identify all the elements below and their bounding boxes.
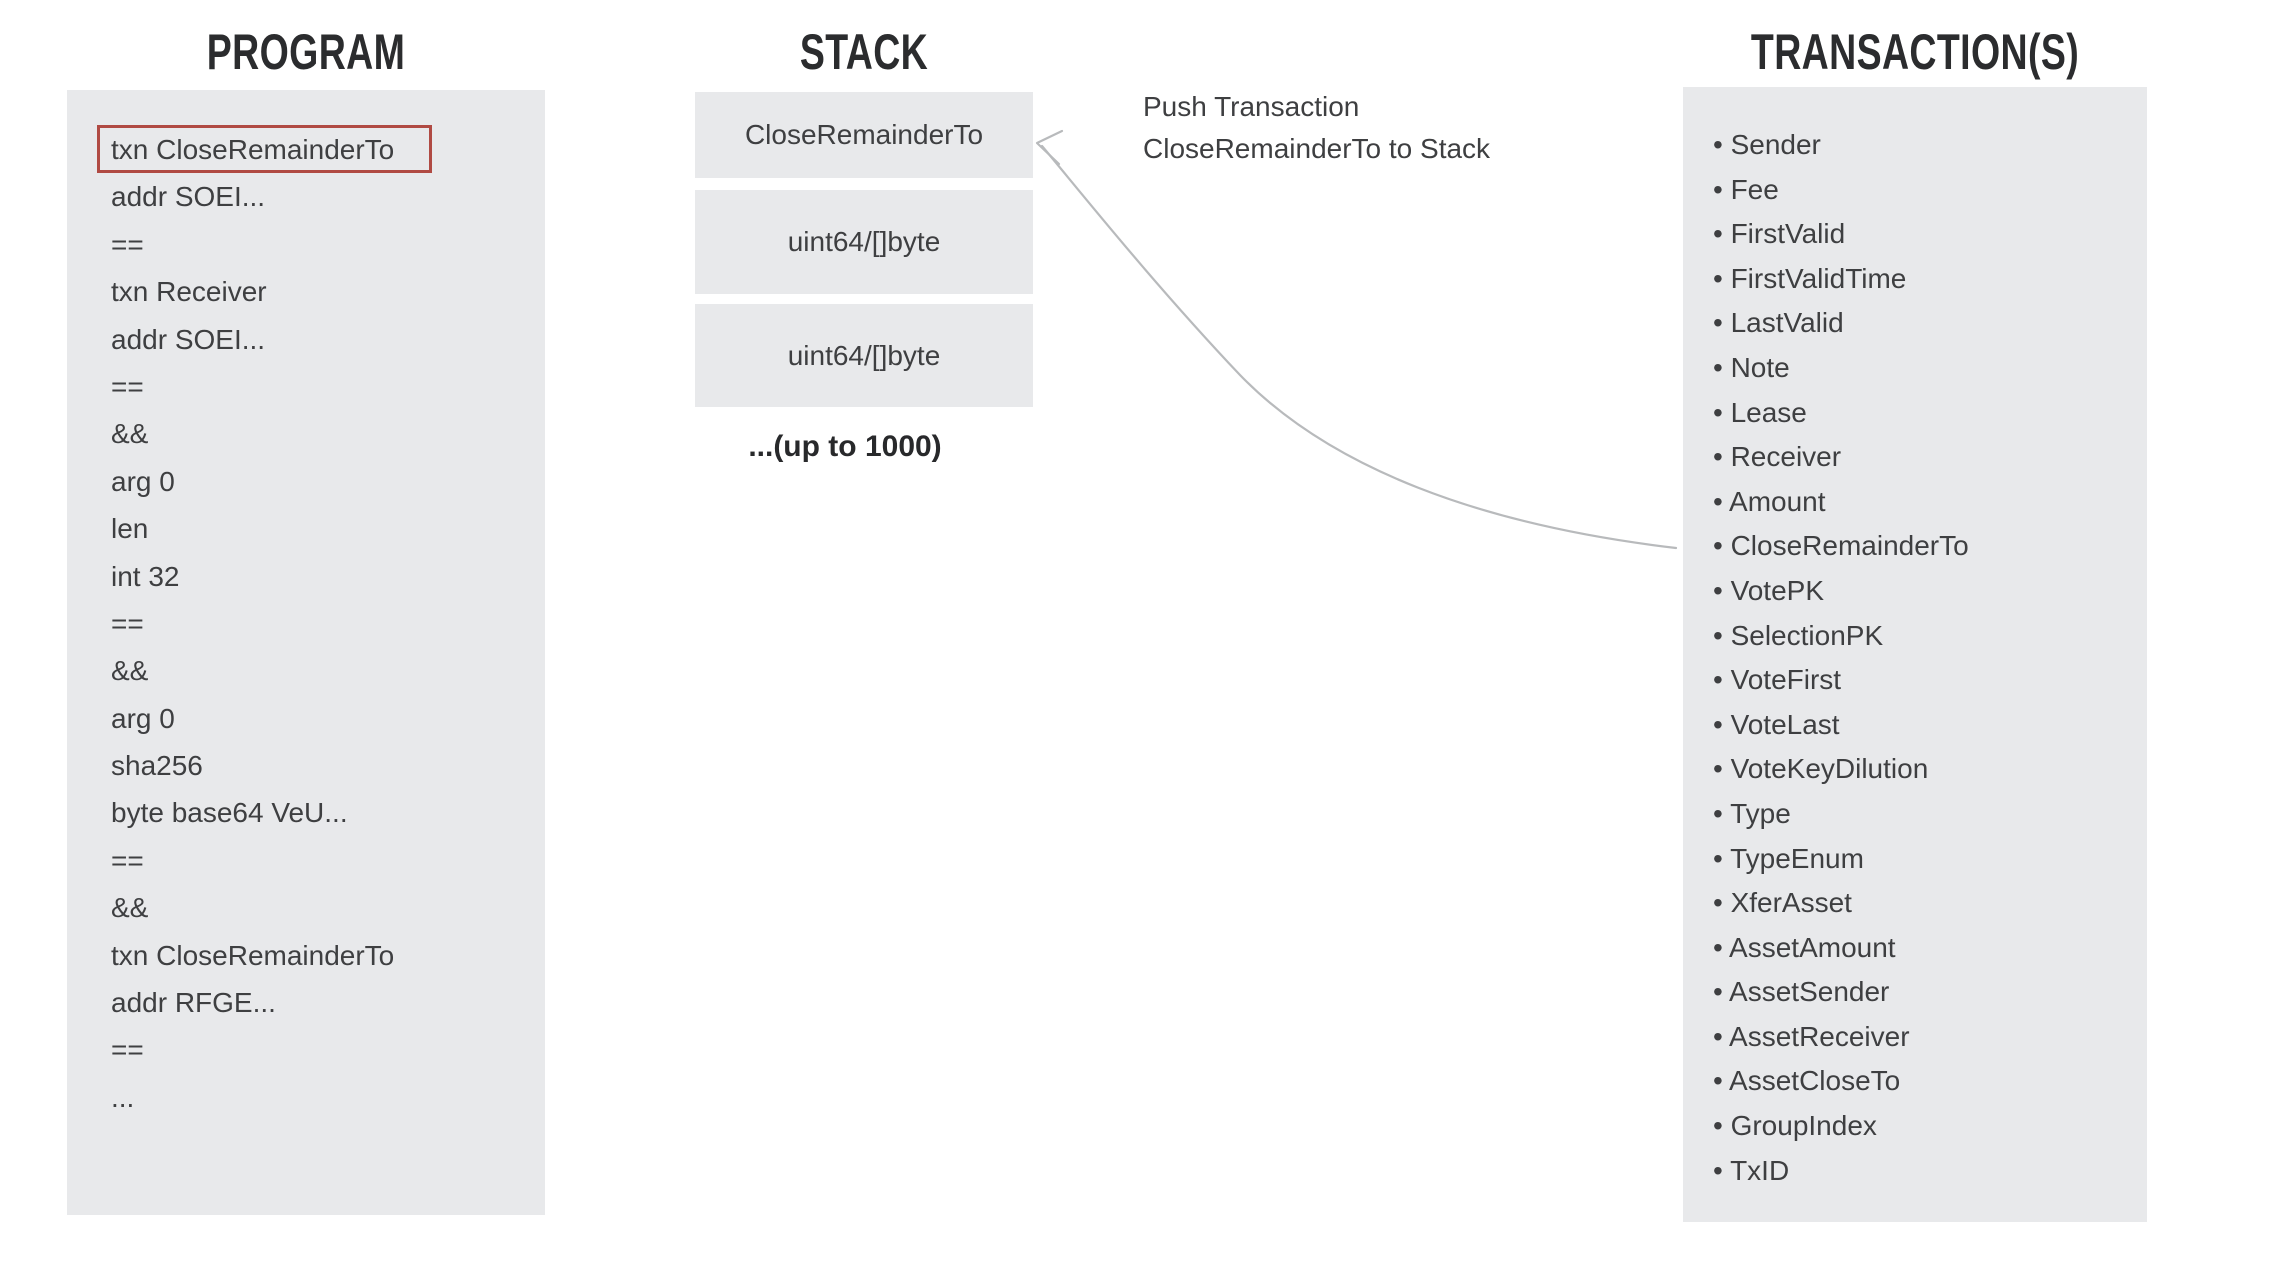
program-opcode-line: len — [111, 513, 149, 545]
program-opcode-line: && — [111, 655, 149, 687]
transaction-field: • AssetCloseTo — [1713, 1065, 1901, 1097]
program-opcode-line: && — [111, 892, 149, 924]
program-opcode-line: txn CloseRemainderTo — [111, 939, 395, 971]
push-arrow-curve — [1040, 144, 1678, 550]
program-opcode-line: == — [111, 370, 144, 402]
program-opcode-line: int 32 — [111, 560, 180, 592]
transaction-field: • CloseRemainderTo — [1713, 530, 1969, 562]
program-opcode-list: txn CloseRemainderTo addr SOEI... == txn Re… — [111, 90, 541, 1121]
push-transaction-annotation-line1: Push Transaction — [1143, 91, 1360, 122]
program-column-title: PROGRAM — [206, 24, 406, 80]
transaction-field: • SelectionPK — [1713, 619, 1884, 651]
stack-column-title: STACK — [799, 24, 929, 80]
stack-slot-2: uint64/[]byte — [695, 190, 1033, 294]
transaction-field: • VoteKeyDilution — [1713, 753, 1929, 785]
transaction-field: • Amount — [1713, 485, 1826, 517]
program-opcode-line: byte base64 VeU... — [111, 797, 348, 829]
transaction-field: • TypeEnum — [1713, 842, 1864, 874]
push-transaction-annotation-line2: CloseRemainderTo to Stack — [1143, 133, 1491, 164]
transaction-field: • AssetReceiver — [1713, 1020, 1910, 1052]
program-opcode-line: == — [111, 607, 144, 639]
program-opcode-line: == — [111, 1034, 144, 1066]
program-opcode-line: addr RFGE... — [111, 987, 276, 1019]
transaction-field-list: • Sender • Fee • FirstValid • FirstValidTim… — [1683, 87, 2133, 1193]
transaction-field: • AssetSender — [1713, 976, 1890, 1008]
transaction-field: • TxID — [1713, 1154, 1790, 1186]
transactions-box — [1683, 87, 2147, 1222]
transaction-field: • XferAsset — [1713, 887, 1852, 919]
program-opcode-line: sha256 — [111, 750, 203, 782]
transactions-column-title: TRANSACTION(S) — [1750, 24, 2080, 80]
program-opcode-line: txn Receiver — [111, 276, 267, 308]
transaction-field: • VoteLast — [1713, 708, 1840, 740]
transaction-field: • Note — [1713, 351, 1790, 383]
program-opcode-line: == — [111, 228, 144, 260]
program-opcode-line: addr SOEI... — [111, 181, 266, 213]
program-opcode-line: txn CloseRemainderTo — [111, 134, 395, 165]
stack-slot-top: CloseRemainderTo — [695, 92, 1033, 178]
push-arrow-head — [1035, 129, 1064, 166]
transaction-field: • Fee — [1713, 173, 1779, 205]
transaction-field: • FirstValidTime — [1713, 262, 1907, 294]
current-instruction-highlight — [97, 125, 432, 173]
push-transaction-annotation: Push Transaction CloseRemainderTo to Sta… — [1143, 86, 1490, 170]
program-opcode-line: && — [111, 418, 149, 450]
stack-capacity-note: ...(up to 1000) — [748, 430, 942, 463]
transaction-field: • Type — [1713, 797, 1791, 829]
program-opcode-line: ... — [111, 1081, 135, 1113]
program-opcode-line: arg 0 — [111, 465, 175, 497]
transaction-field: • FirstValid — [1713, 218, 1846, 250]
transaction-field: • Sender — [1713, 129, 1821, 160]
stack-slot-3: uint64/[]byte — [695, 304, 1033, 407]
transaction-field: • VotePK — [1713, 574, 1824, 606]
transaction-field: • Receiver — [1713, 441, 1842, 473]
transaction-field: • GroupIndex — [1713, 1110, 1877, 1142]
program-opcode-line: == — [111, 844, 144, 876]
program-opcode-line: arg 0 — [111, 702, 175, 734]
transaction-field: • Lease — [1713, 396, 1807, 428]
transaction-field: • AssetAmount — [1713, 931, 1896, 963]
transaction-field: • LastValid — [1713, 307, 1844, 339]
program-box — [67, 90, 545, 1215]
transaction-field: • VoteFirst — [1713, 664, 1842, 696]
program-opcode-line: addr SOEI... — [111, 323, 266, 355]
